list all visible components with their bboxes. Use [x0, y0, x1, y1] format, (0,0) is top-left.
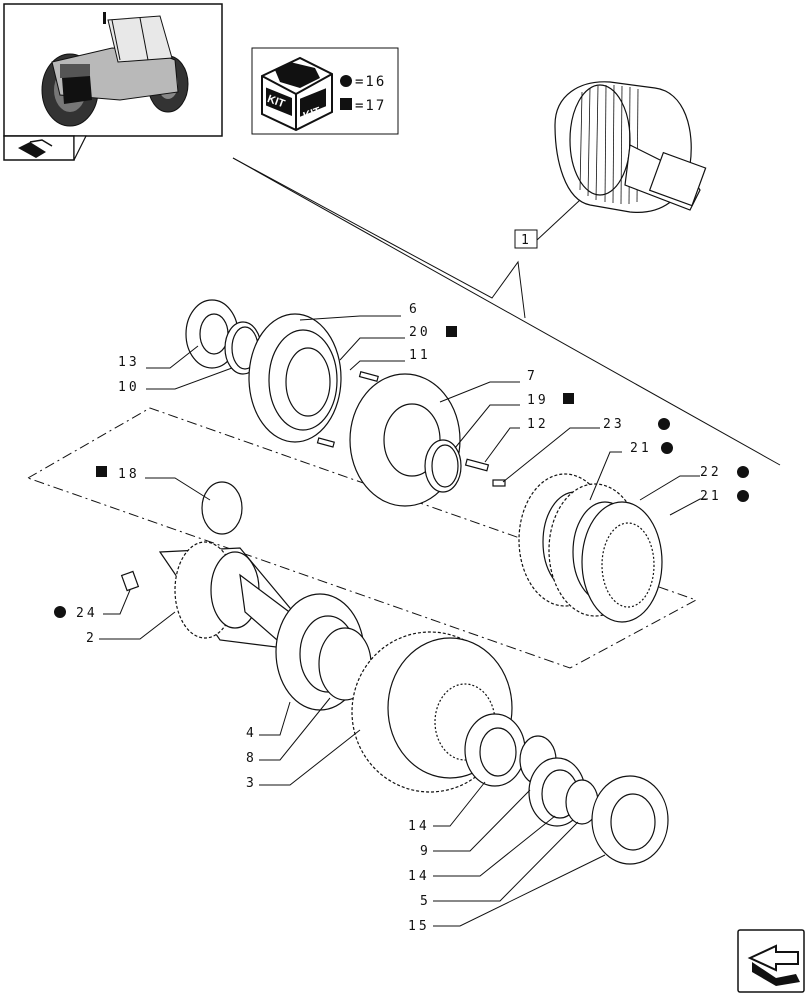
- part-24-plug: [120, 570, 140, 592]
- callout-2: 2: [86, 631, 97, 646]
- callout-22: 22: [700, 465, 722, 480]
- square-marker-icon: [563, 393, 574, 404]
- part-6-housing: [248, 313, 342, 443]
- callout-13: 13: [118, 355, 140, 370]
- callout-14-b: 14: [408, 869, 430, 884]
- next-page-button[interactable]: [737, 929, 805, 993]
- square-marker-icon: [96, 466, 107, 477]
- callout-5: 5: [420, 894, 431, 909]
- part-18-oring: [201, 481, 243, 535]
- circle-marker-icon: [340, 75, 352, 87]
- next-page-arrow-icon: [747, 944, 800, 986]
- callout-15: 15: [408, 919, 430, 934]
- parts-arrow-icon: [18, 139, 53, 158]
- leader-lines: [99, 315, 708, 927]
- callout-20: 20: [409, 325, 431, 340]
- part-12-pin: [464, 458, 490, 472]
- callout-10: 10: [118, 380, 140, 395]
- circle-marker-icon: [54, 606, 66, 618]
- callout-14-a: 14: [408, 819, 430, 834]
- callout-12: 12: [527, 417, 549, 432]
- callout-3: 3: [246, 776, 257, 791]
- circle-marker-icon: [737, 466, 749, 478]
- kit-label-left: KIT: [266, 93, 287, 110]
- tractor-thumbnail-icon: [41, 12, 189, 127]
- circle-legend-value: =16: [355, 74, 386, 90]
- kit-box-icon: [261, 56, 333, 132]
- callout-24: 24: [76, 606, 98, 621]
- part-21-22-clutch-plates: [518, 473, 663, 623]
- reference-box: [514, 229, 538, 249]
- circle-marker-icon: [737, 490, 749, 502]
- tractor-thumbnail[interactable]: [3, 3, 223, 161]
- kit-group-outline: [26, 407, 698, 669]
- reference-assembly: 1: [232, 81, 781, 466]
- callout-6: 6: [409, 302, 420, 317]
- part-19-ring: [424, 439, 462, 493]
- callout-4: 4: [246, 726, 257, 741]
- square-marker-icon: [446, 326, 457, 337]
- part-11-pins: [316, 371, 379, 448]
- part-14-bearing: [464, 713, 526, 787]
- callout-11: 11: [409, 348, 431, 363]
- circle-marker-icon: [658, 418, 670, 430]
- callout-19: 19: [527, 393, 549, 408]
- square-legend-value: =17: [355, 98, 386, 114]
- part-15-seal: [591, 775, 669, 865]
- callout-18: 18: [118, 467, 140, 482]
- kit-label-right: KIT: [302, 105, 323, 122]
- callout-23: 23: [603, 417, 625, 432]
- callout-21-a: 21: [630, 441, 652, 456]
- part-23-spring: [492, 479, 506, 487]
- callout-21-b: 21: [700, 489, 722, 504]
- callout-8: 8: [246, 751, 257, 766]
- callout-7: 7: [527, 369, 538, 384]
- reference-box-label: 1: [521, 233, 532, 248]
- callout-9: 9: [420, 844, 431, 859]
- kit-legend: KIT KIT =16 =17: [251, 47, 399, 135]
- circle-marker-icon: [661, 442, 673, 454]
- square-marker-icon: [340, 98, 352, 110]
